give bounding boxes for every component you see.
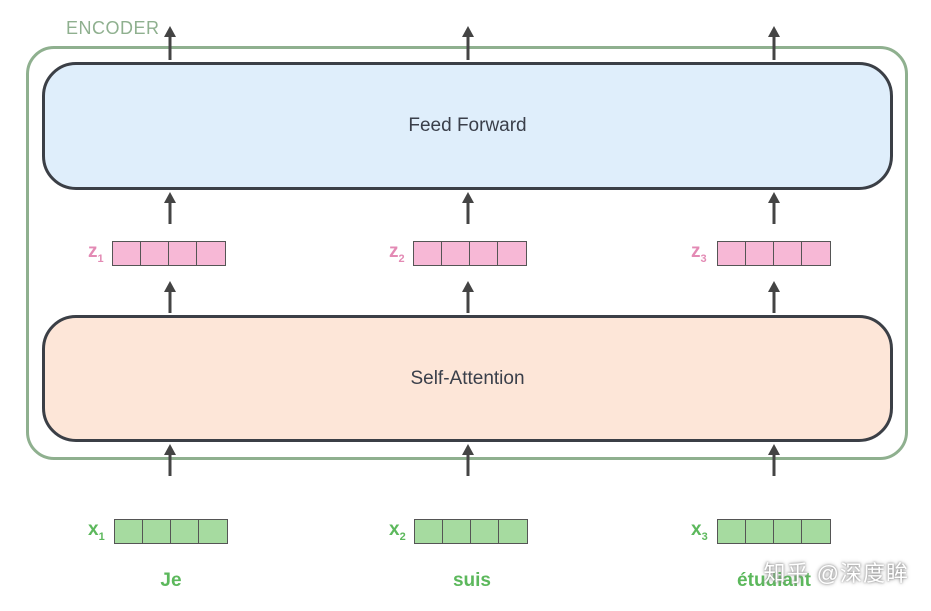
- z1-label: z1: [88, 241, 104, 265]
- output-arrow-2: [462, 26, 474, 60]
- x2-label: x2: [389, 519, 406, 543]
- input-arrow-2: [462, 444, 474, 476]
- z-to-ff-arrow-3: [768, 192, 780, 224]
- z3-label: z3: [691, 241, 707, 265]
- z1-vector: [112, 241, 226, 266]
- watermark: 知乎 @深度眸: [763, 561, 909, 586]
- sa-to-z-arrow-1: [164, 281, 176, 313]
- self-attention-layer: Self-Attention: [42, 315, 893, 442]
- feed-forward-layer: Feed Forward: [42, 62, 893, 190]
- x3-vector: [717, 519, 831, 544]
- self-attention-label: Self-Attention: [410, 367, 525, 389]
- x1-label: x1: [88, 519, 105, 543]
- z-to-ff-arrow-2: [462, 192, 474, 224]
- output-arrow-1: [164, 26, 176, 60]
- z2-vector: [413, 241, 527, 266]
- encoder-label: ENCODER: [62, 18, 164, 39]
- x2-vector: [414, 519, 528, 544]
- x1-vector: [114, 519, 228, 544]
- z3-vector: [717, 241, 831, 266]
- sa-to-z-arrow-2: [462, 281, 474, 313]
- output-arrow-3: [768, 26, 780, 60]
- x3-label: x3: [691, 519, 708, 543]
- input-word-2: suis: [452, 570, 492, 591]
- input-arrow-3: [768, 444, 780, 476]
- sa-to-z-arrow-3: [768, 281, 780, 313]
- z2-label: z2: [389, 241, 405, 265]
- z-to-ff-arrow-1: [164, 192, 176, 224]
- feed-forward-label: Feed Forward: [408, 115, 527, 136]
- input-arrow-1: [164, 444, 176, 476]
- input-word-3: étudiant: [737, 570, 811, 591]
- input-word-1: Je: [160, 570, 182, 591]
